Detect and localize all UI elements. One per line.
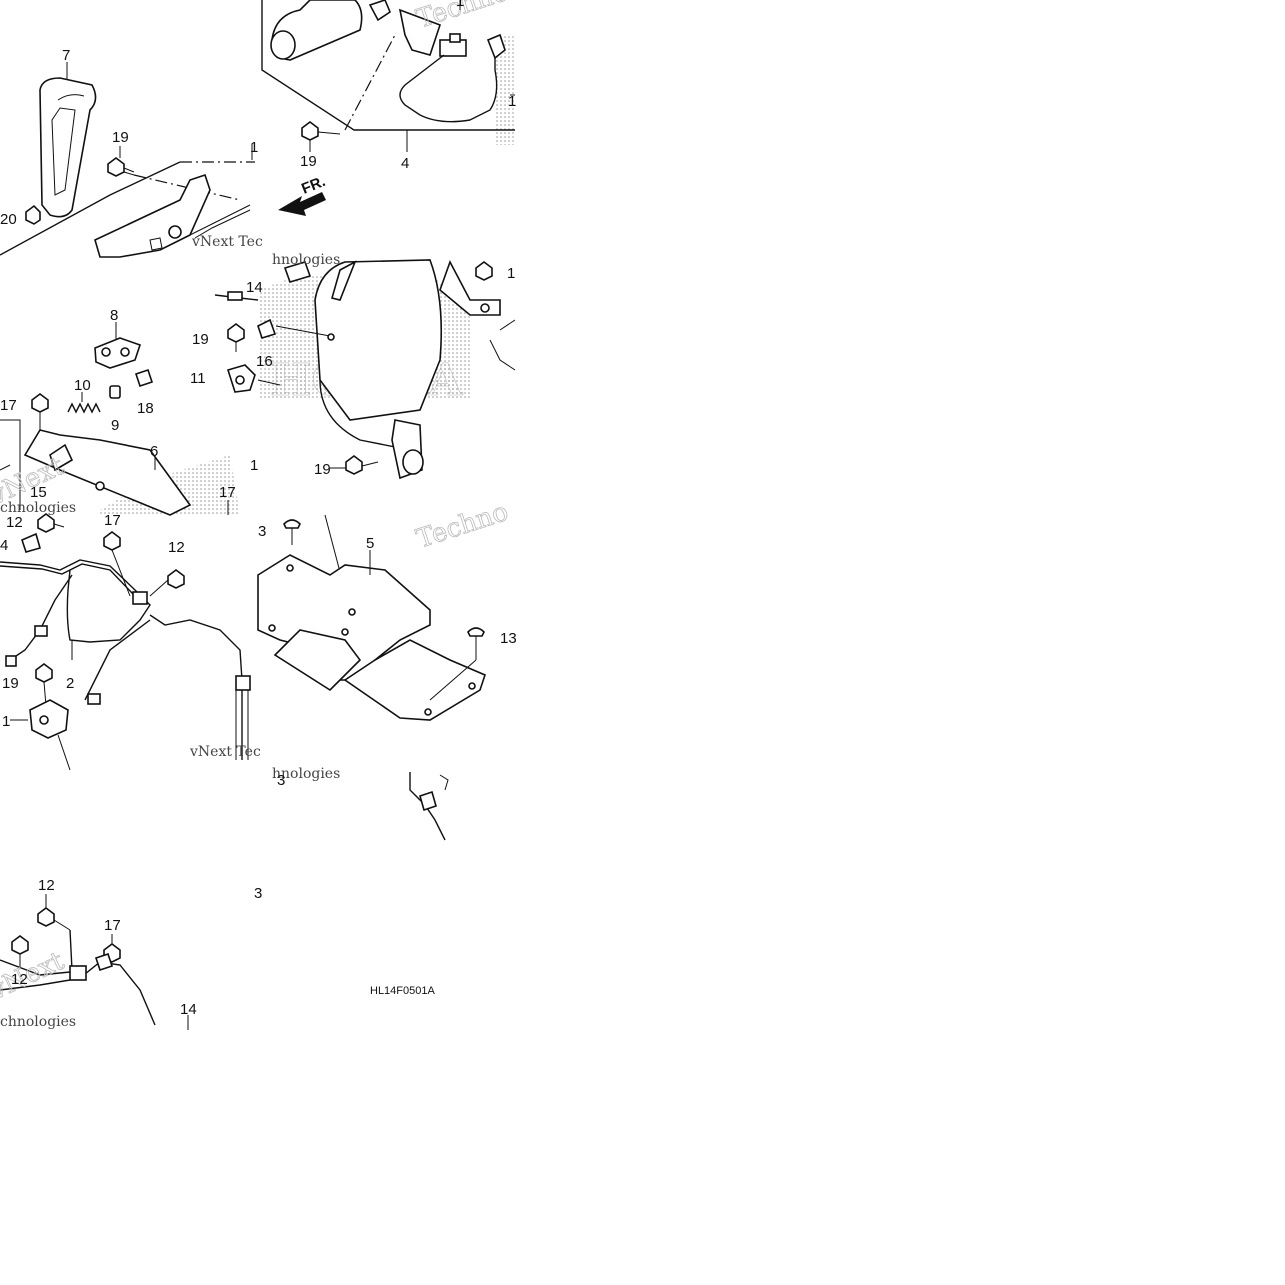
callout-label: 14	[180, 1001, 197, 1018]
callout-label: 19	[112, 129, 129, 146]
bolt-icon	[37, 907, 71, 931]
callout-label: 2	[66, 675, 74, 692]
watermark-text: Techno	[413, 497, 512, 555]
callout-label: 19	[2, 675, 19, 692]
cover-assembly-tile	[0, 62, 255, 258]
diagram-code: HL14F0501A	[370, 985, 435, 997]
nut-icon	[475, 261, 493, 281]
lever-assembly-tile	[0, 291, 259, 516]
callout-label: 1	[2, 713, 10, 730]
cable-routing-tile	[0, 513, 251, 771]
callout-label: 14	[246, 279, 263, 296]
screw-icon	[283, 519, 301, 545]
callout-label: 4	[0, 537, 8, 554]
front-arrow-icon	[278, 192, 326, 216]
bolt-icon	[107, 157, 135, 177]
callout-label: 3	[254, 885, 262, 902]
bolt-icon	[301, 121, 341, 141]
bolt-icon	[25, 204, 41, 225]
callout-label: 7	[62, 47, 70, 64]
lower-cable-tile	[0, 894, 189, 1030]
callout-label: 13	[500, 630, 517, 647]
screw-icon	[467, 627, 485, 660]
grip-assembly-tile: FR.	[261, 0, 515, 216]
callout-label: 1	[250, 457, 258, 474]
watermark-text: vNext Tec	[191, 234, 263, 250]
front-arrow-label: FR.	[299, 173, 328, 198]
callout-label: 17	[219, 484, 236, 501]
callout-label: 19	[300, 153, 317, 170]
bolt-icon	[35, 663, 53, 707]
callout-label: 17	[104, 512, 121, 529]
callout-label: 9	[111, 417, 119, 434]
watermark-text: vNext Tec	[189, 744, 261, 760]
callout-label: 16	[256, 353, 273, 370]
callout-label: 1	[507, 265, 515, 282]
center-bracket-tile: HONDA	[257, 259, 516, 480]
callout-label: 6	[150, 443, 158, 460]
nut-icon	[103, 531, 121, 551]
callout-label: 20	[0, 211, 17, 228]
watermark-text: hnologies	[272, 252, 340, 268]
callout-label: 8	[110, 307, 118, 324]
callout-label: 12	[11, 971, 28, 988]
callout-label: 18	[137, 400, 154, 417]
bolt-icon	[11, 935, 29, 955]
nut-icon	[31, 393, 49, 430]
bolt-icon	[37, 513, 65, 533]
bolt-icon	[227, 323, 245, 352]
callout-label: 17	[104, 917, 121, 934]
callout-label: 12	[6, 514, 23, 531]
callout-label: 1	[250, 139, 258, 156]
callout-label: 1	[508, 93, 516, 110]
watermark-text: hnologies	[272, 766, 340, 782]
callout-label: 15	[30, 484, 47, 501]
callout-label: 19	[192, 331, 209, 348]
callout-label: 19	[314, 461, 331, 478]
callout-label: 10	[74, 377, 91, 394]
callout-label: 1	[456, 0, 464, 10]
callout-label: 12	[38, 877, 55, 894]
watermark-text: chnologies	[0, 1014, 76, 1030]
callout-label: 3	[277, 772, 285, 789]
bolt-icon	[149, 569, 185, 597]
bolt-icon	[345, 455, 379, 475]
callout-label: 12	[168, 539, 185, 556]
watermark-text: chnologies	[0, 500, 76, 516]
callout-label: 17	[0, 397, 17, 414]
callout-label: 4	[401, 155, 409, 172]
callout-label: 5	[366, 535, 374, 552]
callout-label: 3	[258, 523, 266, 540]
callout-label: 11	[190, 370, 206, 387]
skid-plate-tile	[257, 514, 486, 721]
cable-end-tile	[409, 772, 449, 841]
